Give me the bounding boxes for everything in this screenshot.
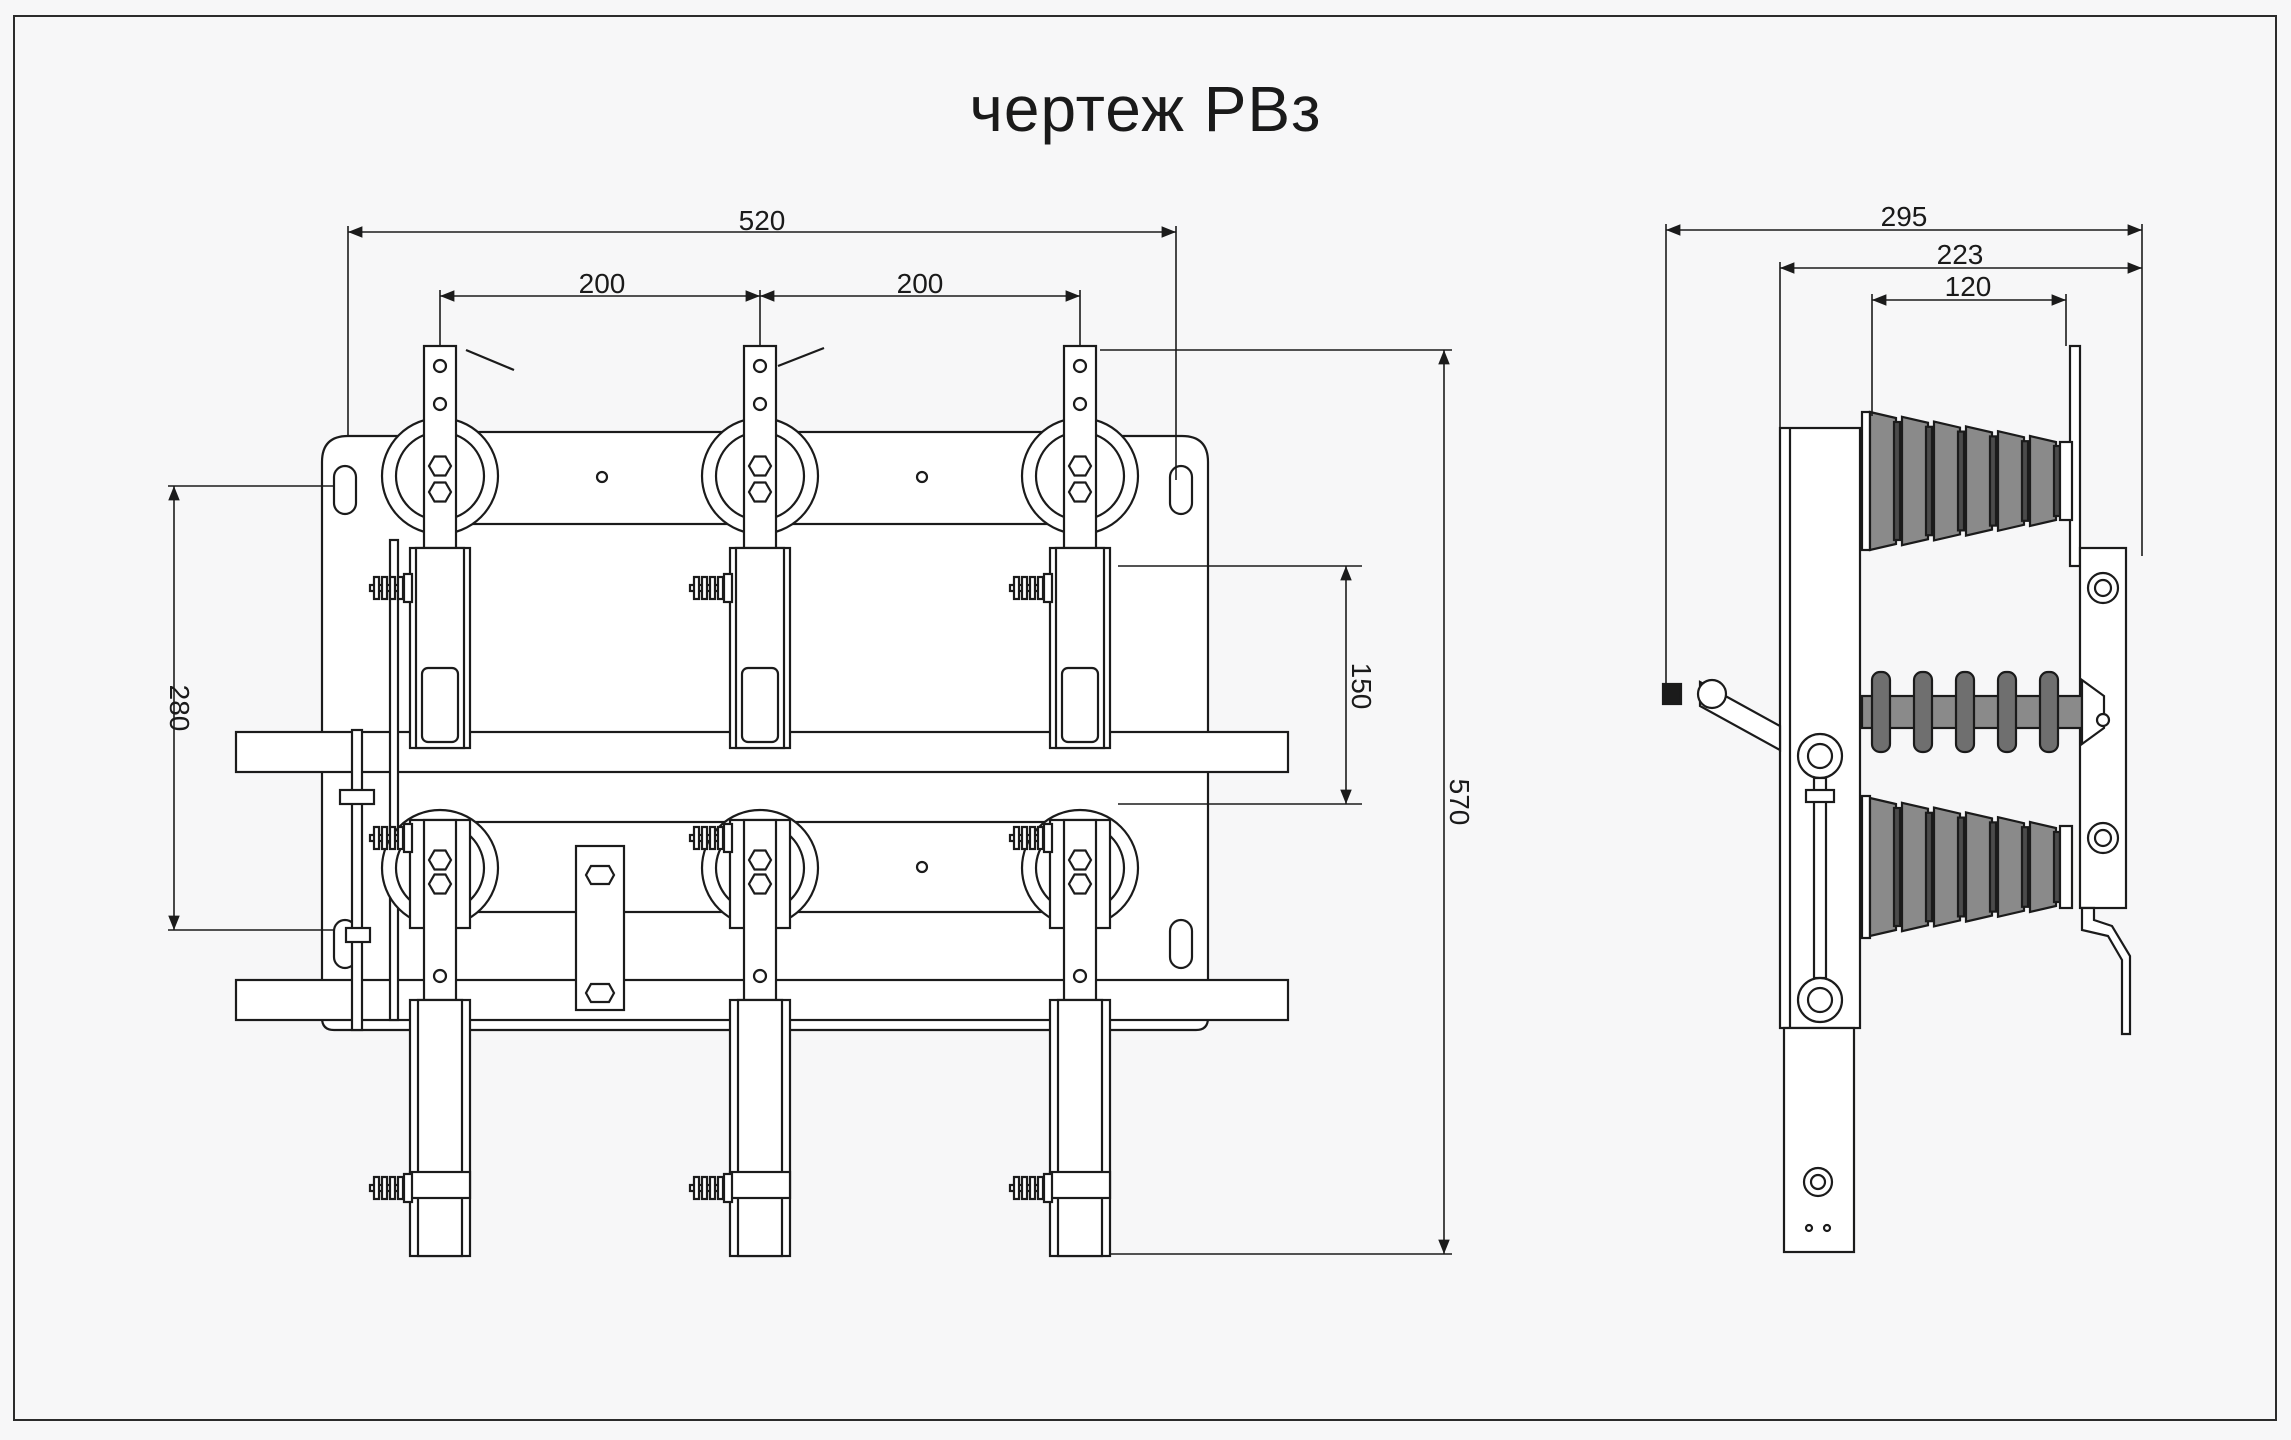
contact-spring bbox=[368, 1172, 414, 1204]
dim-280-label: 280 bbox=[164, 685, 195, 732]
upper-terminal-bar bbox=[742, 344, 778, 554]
side-blade bbox=[1782, 1026, 1856, 1254]
pole-1 bbox=[368, 344, 515, 1258]
pole-3 bbox=[1008, 344, 1140, 1258]
bolt-head bbox=[747, 849, 773, 871]
earthing-block bbox=[574, 844, 626, 1012]
dim-200-right-label: 200 bbox=[897, 268, 944, 299]
bolt-head bbox=[747, 481, 773, 503]
contact-spring bbox=[1008, 1172, 1054, 1204]
bolt-head bbox=[1067, 849, 1093, 871]
bolt-head bbox=[427, 481, 453, 503]
dim-150-label: 150 bbox=[1346, 663, 1377, 710]
side-view bbox=[1661, 344, 2132, 1254]
bolt-head bbox=[427, 849, 453, 871]
dim-570-label: 570 bbox=[1444, 779, 1475, 826]
dim-520-label: 520 bbox=[739, 205, 786, 236]
upper-terminal-bar bbox=[1062, 344, 1098, 554]
operating-lever bbox=[1661, 678, 1782, 752]
front-view bbox=[234, 344, 1290, 1258]
front-dimension-labels: 520 200 200 280 150 570 bbox=[164, 205, 1475, 825]
contact-roller bbox=[740, 666, 780, 744]
bolt-head bbox=[1067, 481, 1093, 503]
bolt-head bbox=[747, 455, 773, 477]
front-dimensions bbox=[168, 226, 1452, 1255]
dim-295-label: 295 bbox=[1881, 201, 1928, 232]
upper-support-insulator bbox=[1860, 410, 2074, 552]
contact-spring bbox=[688, 1172, 734, 1204]
contact-roller bbox=[1060, 666, 1100, 744]
contact-roller bbox=[420, 666, 460, 744]
bolt-head bbox=[427, 455, 453, 477]
pivot-rods bbox=[1796, 732, 1844, 1024]
lower-support-insulator bbox=[1860, 794, 2074, 940]
side-dimension-labels: 295 223 120 bbox=[1881, 201, 1992, 302]
side-dimensions bbox=[1665, 224, 2143, 690]
contact-spring bbox=[1008, 822, 1054, 854]
dim-223-label: 223 bbox=[1937, 239, 1984, 270]
contact-spring bbox=[1008, 572, 1054, 604]
sheet-border bbox=[13, 15, 2277, 1421]
bolt-head bbox=[1067, 455, 1093, 477]
dim-200-left-label: 200 bbox=[579, 268, 626, 299]
contact-spring bbox=[688, 572, 734, 604]
drawing-title: чертеж РВз bbox=[969, 73, 1322, 145]
contact-spring bbox=[688, 822, 734, 854]
drive-linkage bbox=[338, 538, 400, 1032]
bolt-head bbox=[747, 873, 773, 895]
pole-2 bbox=[688, 344, 825, 1258]
bolt-head bbox=[427, 873, 453, 895]
upper-terminal-bar bbox=[422, 344, 458, 554]
drive-insulator bbox=[1860, 670, 2106, 754]
terminal-upper bbox=[2086, 571, 2120, 605]
terminal-lower bbox=[2086, 821, 2120, 855]
bolt-head bbox=[1067, 873, 1093, 895]
contact-spring bbox=[368, 572, 414, 604]
contact-spring bbox=[368, 822, 414, 854]
dim-120-label: 120 bbox=[1945, 271, 1992, 302]
